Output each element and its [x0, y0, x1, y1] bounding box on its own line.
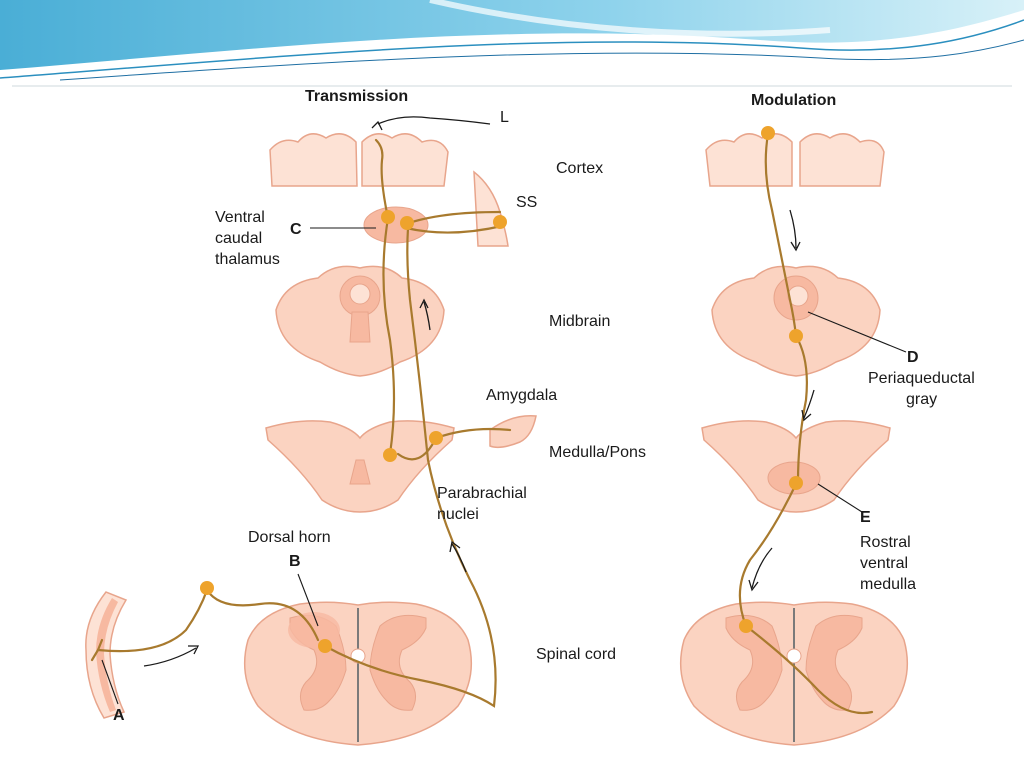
label-rostral: Rostral — [860, 534, 911, 551]
cortex-left-illustration — [269, 133, 449, 187]
label-medulla: medulla — [860, 576, 916, 593]
label-SS: SS — [516, 194, 537, 211]
arrowhead — [449, 540, 461, 553]
label-C: C — [290, 221, 302, 238]
medulla-right-illustration — [701, 420, 891, 513]
skin-dermis-illustration — [96, 598, 118, 712]
leader-A — [101, 659, 119, 705]
modulation-fibers — [738, 132, 874, 715]
label-D: D — [907, 349, 919, 366]
label-dorsal-horn: Dorsal horn — [248, 529, 331, 546]
arrowhead — [748, 579, 759, 592]
label-ventral-medulla-1: ventral — [860, 555, 908, 572]
label-gray: gray — [906, 391, 937, 408]
label-parabrachial: Parabrachial — [437, 485, 527, 502]
leader-E — [817, 483, 863, 513]
label-midbrain: Midbrain — [549, 313, 610, 330]
neuron-body — [739, 619, 753, 633]
arrowhead — [371, 120, 383, 131]
neuron-body — [789, 329, 803, 343]
thalamus-illustration — [363, 206, 429, 244]
somatosensory-cortex-illustration — [473, 170, 509, 247]
leader-D — [807, 311, 907, 353]
leader-B — [297, 573, 319, 627]
label-amygdala: Amygdala — [486, 387, 557, 404]
neuron-body — [383, 448, 397, 462]
label-ventral: Ventral — [215, 209, 265, 226]
label-caudal: caudal — [215, 230, 262, 247]
neuron-body — [318, 639, 332, 653]
arrowhead — [801, 409, 812, 422]
arrow-right — [143, 647, 197, 667]
neuron-body — [429, 431, 443, 445]
label-L: L — [500, 109, 509, 126]
skin-illustration — [85, 591, 128, 719]
arrow-up — [451, 543, 467, 573]
neuron-body — [400, 216, 414, 230]
arrowhead — [419, 298, 429, 309]
label-periaqueductal: Periaqueductal — [868, 370, 975, 387]
spinal-cord-right-illustration — [679, 601, 909, 746]
label-B: B — [289, 553, 301, 570]
arrowhead — [188, 645, 200, 655]
arrow-down — [803, 389, 815, 419]
neuron-body — [493, 215, 507, 229]
midbrain-right-illustration — [711, 265, 881, 377]
label-cortex: Cortex — [556, 160, 603, 177]
arrow-up — [423, 301, 431, 331]
arrow-down — [789, 209, 797, 249]
arrow-down — [751, 547, 773, 589]
label-E: E — [860, 509, 871, 526]
label-spinal-cord: Spinal cord — [536, 646, 616, 663]
heading-modulation: Modulation — [751, 92, 836, 109]
neuron-body — [761, 126, 775, 140]
arrow-L — [377, 116, 491, 125]
spinal-cord-left-illustration — [243, 601, 473, 746]
label-thalamus: thalamus — [215, 251, 280, 268]
label-medulla-pons: Medulla/Pons — [549, 444, 646, 461]
neuron-body — [789, 476, 803, 490]
heading-transmission: Transmission — [305, 88, 408, 105]
arrowhead — [790, 241, 801, 252]
label-A: A — [113, 707, 125, 724]
neuron-body — [381, 210, 395, 224]
medulla-pons-illustration — [265, 420, 455, 513]
slide-banner — [0, 0, 1024, 90]
neuron-body — [200, 581, 214, 595]
label-nuclei: nuclei — [437, 506, 479, 523]
midbrain-illustration — [275, 265, 445, 377]
amygdala-illustration — [489, 415, 537, 449]
cortex-right-illustration — [705, 133, 885, 187]
